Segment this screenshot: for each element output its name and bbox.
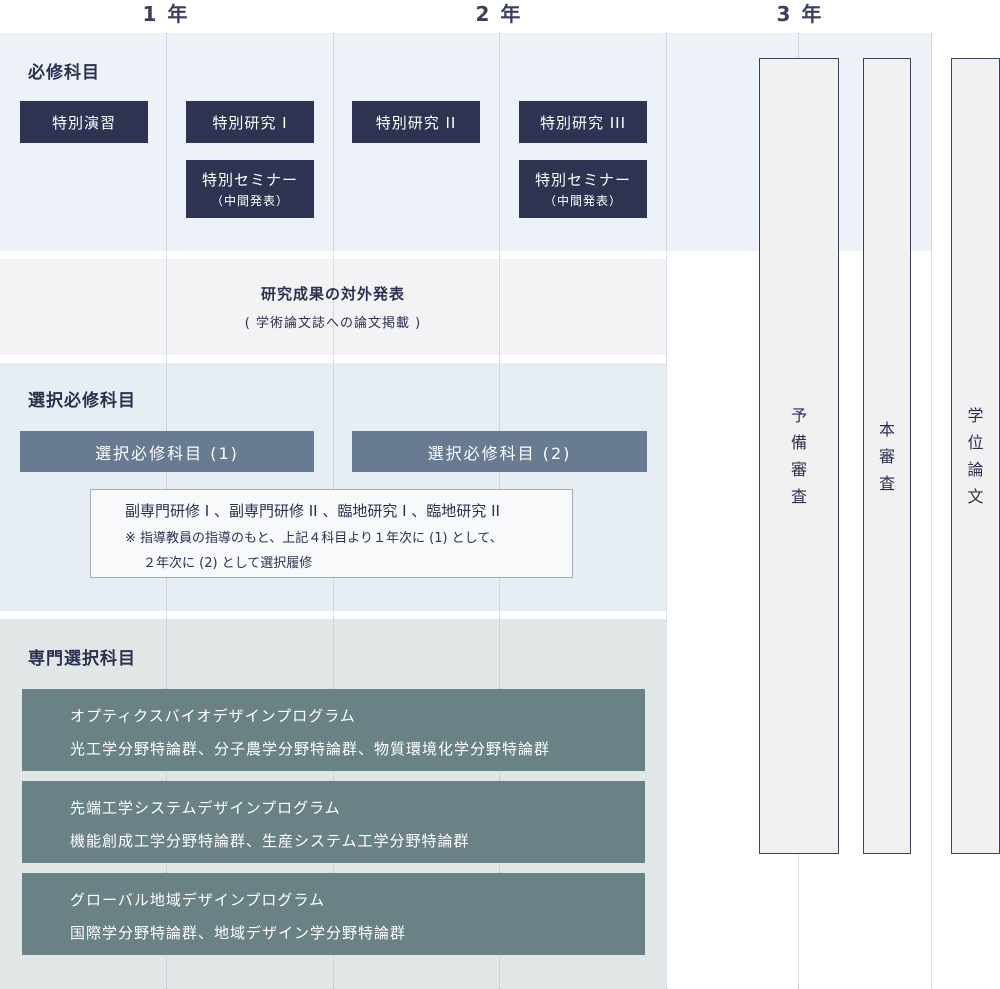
course-kenkyu-1: 特別研究 I — [186, 101, 314, 143]
program-box: 先端工学システムデザインプログラム 機能創成工学分野特論群、生産システム工学分野… — [22, 781, 645, 863]
main-review-label: 本審査 — [878, 419, 895, 493]
seminar-2: 特別セミナー （中間発表） — [519, 160, 647, 218]
elective-required-2: 選択必修科目 (2) — [352, 431, 647, 472]
main-review-box: 本審査 — [863, 58, 911, 854]
column-guide — [931, 33, 932, 989]
course-kenkyu-3: 特別研究 III — [519, 101, 647, 143]
program-fields: 光工学分野特論群、分子農学分野特論群、物質環境化学分野特論群 — [70, 740, 551, 758]
output-subtitle: ( 学術論文誌への論文掲載 ) — [244, 316, 422, 331]
elective-required-title: 選択必修科目 — [28, 391, 136, 411]
thesis-box: 学位論文 — [951, 58, 1000, 854]
elective-note-instruction-cont: ２年次に (2) として選択履修 — [143, 556, 313, 571]
year-3-header: 3 年 — [776, 2, 824, 26]
preliminary-review-label: 予備審査 — [790, 406, 807, 506]
seminar-1: 特別セミナー （中間発表） — [186, 160, 314, 218]
required-section-title: 必修科目 — [28, 63, 100, 83]
course-kenkyu-2: 特別研究 II — [352, 101, 480, 143]
course-label: 特別演習 — [51, 113, 116, 132]
elective-note-box: 副専門研修 I 、副専門研修 II 、臨地研究 I 、臨地研究 II ※ 指導教… — [90, 489, 573, 578]
column-guide — [666, 33, 667, 989]
program-name: グローバル地域デザインプログラム — [70, 891, 325, 909]
program-name: オプティクスバイオデザインプログラム — [70, 707, 356, 725]
course-label: 特別研究 I — [212, 113, 288, 132]
preliminary-review-box: 予備審査 — [759, 58, 839, 854]
elective-required-1: 選択必修科目 (1) — [20, 431, 314, 472]
specialized-elective-title: 専門選択科目 — [28, 649, 136, 669]
thesis-label: 学位論文 — [967, 406, 984, 506]
course-label: 特別研究 II — [375, 113, 457, 132]
seminar-sub: （中間発表） — [210, 194, 289, 208]
year-2-header: 2 年 — [475, 2, 523, 26]
course-tokubetsu-enshu: 特別演習 — [20, 101, 148, 143]
elective-label: 選択必修科目 (2) — [427, 443, 572, 463]
elective-note-instruction: ※ 指導教員の指導のもと、上記４科目より１年次に (1) として、 — [125, 531, 503, 546]
elective-label: 選択必修科目 (1) — [95, 443, 239, 463]
seminar-title: 特別セミナー — [534, 171, 631, 189]
output-title: 研究成果の対外発表 — [260, 285, 405, 303]
program-fields: 機能創成工学分野特論群、生産システム工学分野特論群 — [70, 832, 470, 850]
program-box: グローバル地域デザインプログラム 国際学分野特論群、地域デザイン学分野特論群 — [22, 873, 645, 955]
program-box: オプティクスバイオデザインプログラム 光工学分野特論群、分子農学分野特論群、物質… — [22, 689, 645, 771]
program-fields: 国際学分野特論群、地域デザイン学分野特論群 — [70, 924, 407, 942]
program-name: 先端工学システムデザインプログラム — [70, 799, 341, 817]
elective-note-courses: 副専門研修 I 、副専門研修 II 、臨地研究 I 、臨地研究 II — [125, 502, 500, 520]
seminar-title: 特別セミナー — [201, 171, 298, 189]
course-label: 特別研究 III — [539, 113, 627, 132]
seminar-sub: （中間発表） — [543, 194, 622, 208]
year-1-header: 1 年 — [142, 2, 190, 26]
